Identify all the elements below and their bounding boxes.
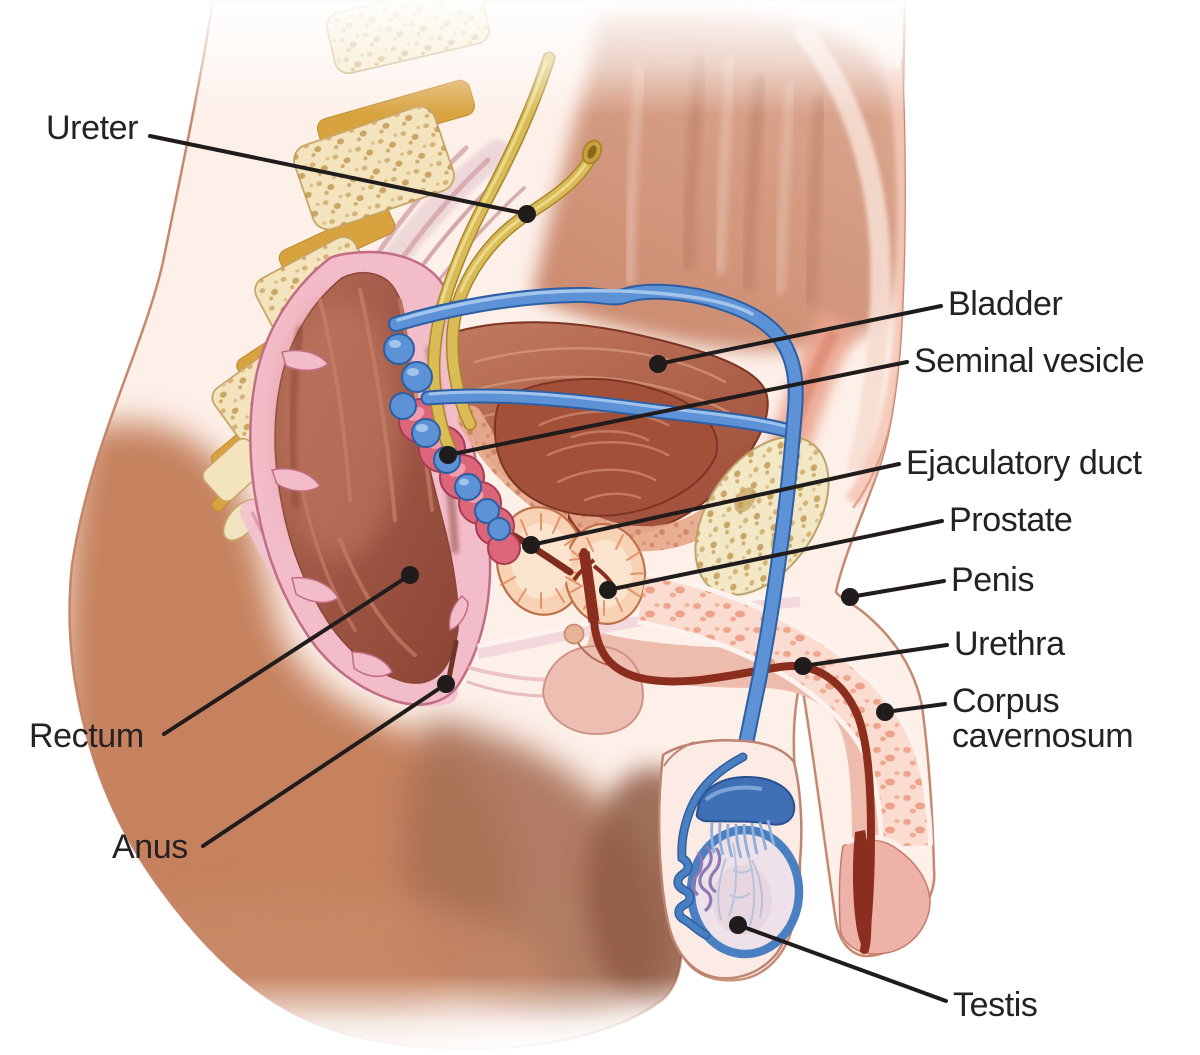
label-rectum: Rectum xyxy=(29,717,144,755)
coiled-vas xyxy=(673,752,748,940)
label-bladder: Bladder xyxy=(948,285,1063,323)
top-fade xyxy=(0,0,1200,115)
label-testis: Testis xyxy=(953,986,1038,1024)
label-prostate: Prostate xyxy=(949,501,1073,539)
leader-dots xyxy=(401,205,894,934)
label-ureter: Ureter xyxy=(46,109,139,147)
testis xyxy=(673,752,804,959)
label-penis: Penis xyxy=(951,561,1035,599)
ureters xyxy=(427,51,603,465)
label-urethra: Urethra xyxy=(954,625,1065,663)
epididymis xyxy=(695,775,796,859)
pampiniform-tangle xyxy=(691,844,722,913)
ureter-cut-end xyxy=(581,139,603,165)
label-seminal-vesicle: Seminal vesicle xyxy=(914,342,1145,380)
vas-deferens xyxy=(383,283,804,765)
leader-lines xyxy=(148,134,949,1003)
ejaculatory-duct xyxy=(510,532,574,576)
label-corpus-cavernosum: Corpus cavernosum xyxy=(952,682,1134,756)
urethra xyxy=(572,548,876,954)
label-ejaculatory-duct: Ejaculatory duct xyxy=(906,444,1142,482)
pampiniform-plexus-blobs xyxy=(383,333,511,541)
bottom-fade xyxy=(0,975,1200,1055)
penis xyxy=(541,548,933,955)
label-anus: Anus xyxy=(112,828,188,866)
